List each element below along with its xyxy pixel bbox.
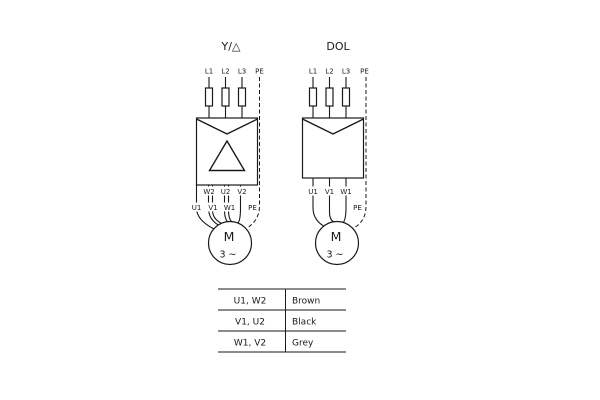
color-code-table: U1, W2 Brown V1, U2 Black W1, V2 Grey (218, 288, 346, 353)
motor-wires (195, 185, 242, 230)
label-knockout (190, 202, 203, 212)
pe-wire (246, 77, 260, 229)
dol-title: DOL (326, 40, 350, 53)
fuse-l2 (325, 87, 334, 107)
fuse-l3 (237, 87, 247, 107)
terminal-label-l2: L2 (221, 68, 229, 76)
table-cell-terminals: W1, V2 (234, 339, 266, 349)
delta-symbol (208, 139, 246, 172)
label-knockout (306, 186, 320, 196)
motor-wires (312, 178, 347, 229)
terminal-label-u1: U1 (192, 204, 202, 212)
star-delta-title: Y/△ (221, 40, 241, 53)
terminal-label-w2: W2 (203, 188, 214, 196)
terminal-label-v2: V2 (237, 188, 246, 196)
terminal-label-pe-bottom: PE (353, 204, 362, 212)
terminal-label-u1: U1 (308, 188, 318, 196)
label-knockout (223, 202, 236, 212)
motor-phases: 3 ~ (219, 250, 236, 261)
terminal-label-l2: L2 (325, 68, 333, 76)
label-knockout (339, 186, 353, 196)
box-top-chevron (302, 118, 364, 135)
label-knockout (235, 186, 249, 196)
star-delta-diagram: Y/△ L1 L2 L3 PE W2 U2 V2 U1 V1 W1 (190, 40, 264, 266)
terminal-label-w1: W1 (340, 188, 351, 196)
motor-circle (207, 220, 253, 266)
terminal-label-l1: L1 (309, 68, 317, 76)
motor-letter: M (224, 229, 235, 244)
table-cell-terminals: U1, W2 (234, 297, 267, 307)
label-knockout (245, 202, 259, 212)
motor-circle (314, 220, 360, 266)
terminal-label-w1: W1 (224, 204, 235, 212)
label-knockout (206, 202, 220, 212)
label-knockout (323, 186, 336, 196)
table-cell-color: Black (292, 318, 317, 328)
label-knockout (351, 202, 364, 212)
motor-phases: 3 ~ (326, 250, 343, 261)
label-knockout (219, 186, 232, 196)
terminal-label-pe: PE (360, 68, 369, 76)
fuse-l2 (221, 87, 230, 107)
terminal-label-l3: L3 (342, 68, 350, 76)
dol-starter-box (301, 117, 365, 179)
box-top-chevron (196, 118, 258, 135)
fuse-l1 (204, 87, 214, 107)
terminal-label-l1: L1 (205, 68, 213, 76)
label-knockout (202, 186, 216, 196)
table-cell-color: Brown (292, 297, 320, 307)
terminal-label-pe-bottom: PE (248, 204, 257, 212)
terminal-label-v1: V1 (208, 204, 217, 212)
table-cell-color: Grey (292, 339, 314, 349)
fuse-l1 (308, 87, 318, 107)
terminal-label-l3: L3 (238, 68, 246, 76)
fuse-l3 (341, 87, 351, 107)
motor-letter: M (331, 229, 342, 244)
terminal-label-u2: U2 (221, 188, 231, 196)
table-cell-terminals: V1, U2 (235, 318, 265, 328)
terminal-label-v1: V1 (325, 188, 334, 196)
star-delta-starter-box (195, 117, 259, 186)
dol-diagram: DOL L1 L2 L3 PE U1 V1 W1 PE M 3 ~ (301, 40, 369, 266)
terminal-label-pe: PE (255, 68, 264, 76)
